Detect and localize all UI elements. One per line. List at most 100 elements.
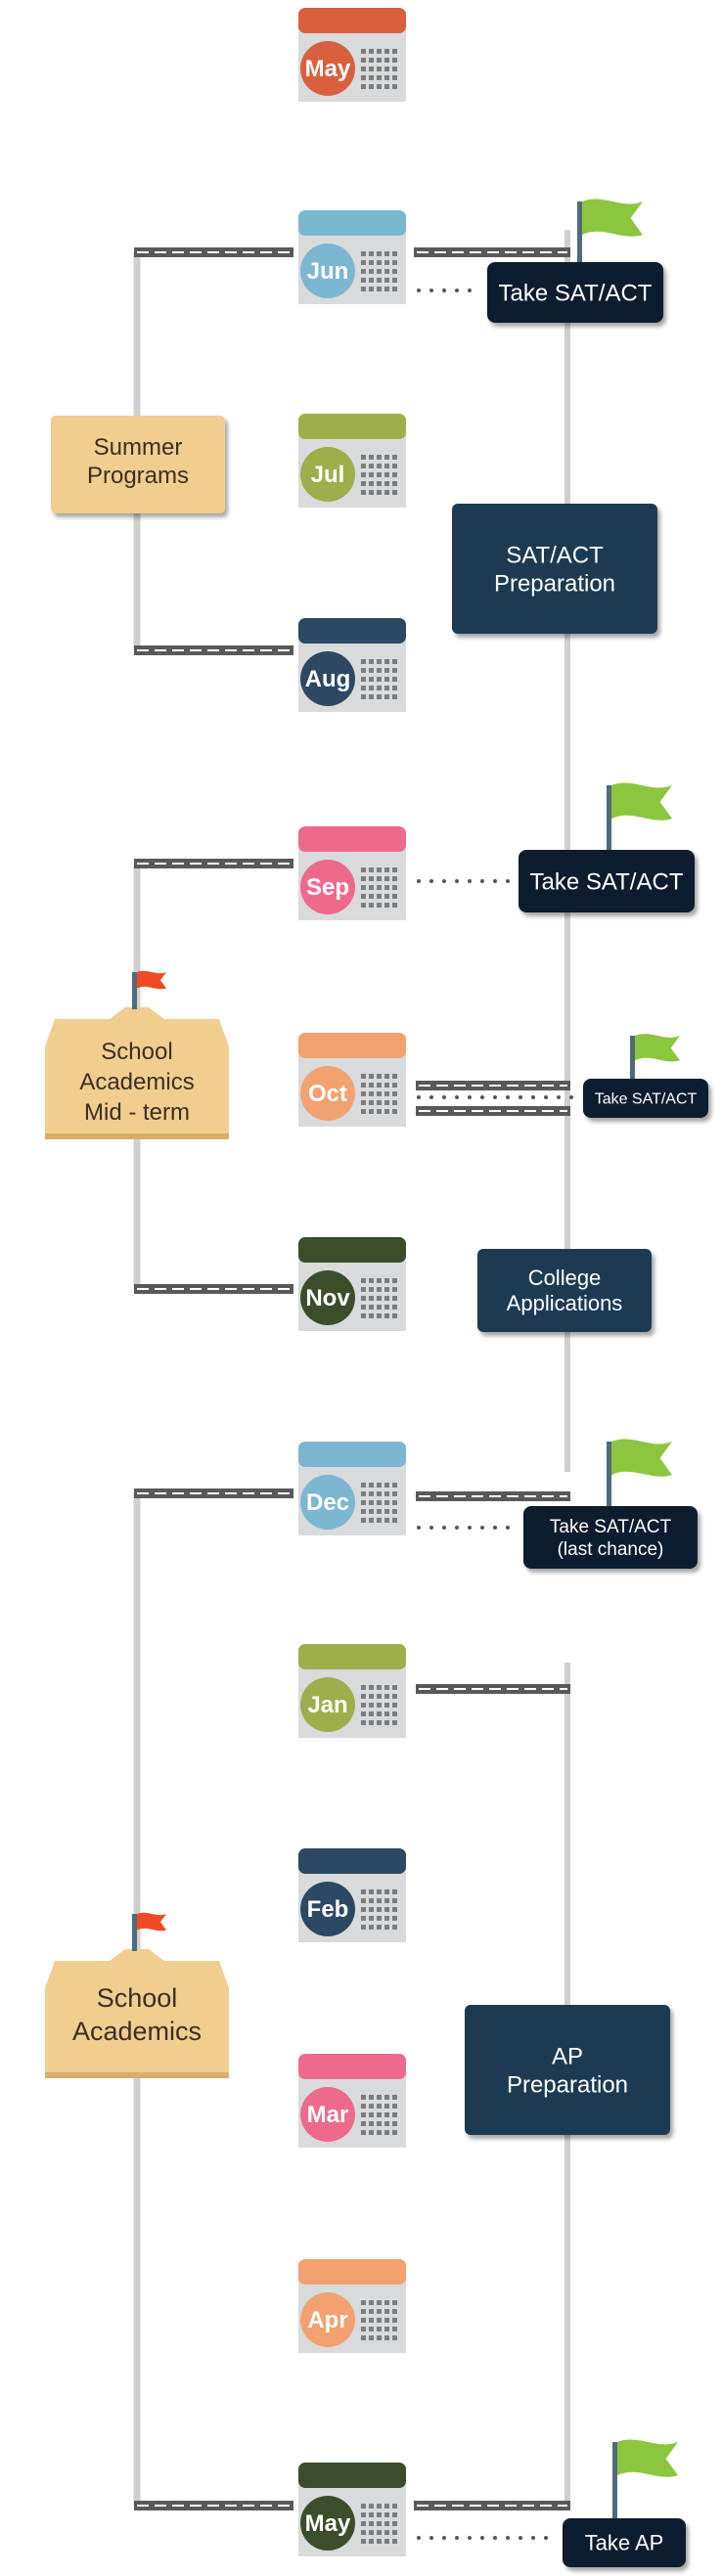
flag-cloth: [611, 782, 672, 821]
calendar-day-dot: [361, 75, 366, 80]
calendar-header: [298, 2054, 406, 2079]
box-label-line: AP: [552, 2043, 583, 2069]
group-flag-red: [132, 1912, 166, 1951]
left-track-nov: [134, 1284, 293, 1294]
month-calendar-jan: Jan: [298, 1644, 406, 1738]
calendar-day-dot: [384, 58, 389, 63]
calendar-day-dot: [361, 287, 366, 291]
month-badge: [300, 651, 355, 706]
calendar-day-dot: [377, 1711, 382, 1716]
calendar-day-dot: [384, 455, 389, 460]
calendar-day-dot: [369, 876, 374, 881]
milestone-bg: [523, 1506, 698, 1569]
calendar-day-dot: [384, 481, 389, 486]
calendar-day-dot: [392, 1296, 397, 1301]
left-track-dec: [134, 1488, 293, 1498]
calendar-day-dot: [361, 1509, 366, 1514]
calendar-day-dot: [392, 1711, 397, 1716]
calendar-day-dot: [361, 2504, 366, 2509]
calendar-day-dot: [361, 1711, 366, 1716]
calendar-day-dot: [369, 1491, 374, 1496]
calendar-header: [298, 1848, 406, 1874]
month-label: Aug: [305, 666, 351, 692]
month-calendar-apr: Apr: [298, 2259, 406, 2353]
calendar-day-dot: [377, 1074, 382, 1079]
calendar-day-dot: [377, 1483, 382, 1488]
month-badge: [300, 1882, 355, 1936]
calendar-day-dot: [369, 1916, 374, 1921]
group-house: [45, 1949, 229, 2078]
calendar-day-dot: [384, 1720, 389, 1725]
calendar-day-dot: [392, 84, 397, 89]
group-label-line: Summer: [94, 434, 183, 461]
milestone-flag-4: [612, 2439, 678, 2520]
calendar-day-dot: [361, 885, 366, 890]
calendar-day-dot: [377, 876, 382, 881]
calendar-day-dot: [384, 1509, 389, 1514]
calendar-day-dot: [369, 885, 374, 890]
calendar-day-dot: [392, 58, 397, 63]
calendar-day-dot: [384, 1703, 389, 1708]
calendar-day-dot: [369, 1091, 374, 1096]
calendar-day-dot: [377, 2300, 382, 2305]
month-label: Oct: [308, 1081, 347, 1107]
calendar-day-dot: [392, 455, 397, 460]
calendar-day-dot: [369, 894, 374, 899]
calendar-day-dot: [369, 1313, 374, 1318]
calendar-day-dot: [369, 455, 374, 460]
calendar-day-dot: [369, 84, 374, 89]
calendar-day-dot: [377, 287, 382, 291]
milestone-flag-2: [630, 1034, 680, 1081]
calendar-day-dot: [384, 659, 389, 664]
calendar-day-dot: [384, 876, 389, 881]
calendar-day-dot: [361, 1296, 366, 1301]
group-label-line: Academics: [72, 2017, 202, 2046]
calendar-day-dot: [392, 2121, 397, 2126]
calendar-day-dot: [384, 1685, 389, 1690]
flag-cloth: [582, 199, 643, 237]
flag-pole: [630, 1036, 635, 1081]
calendar-day-dot: [377, 686, 382, 690]
box-label-line: SAT/ACT: [506, 542, 604, 568]
calendar-day-dot: [361, 490, 366, 495]
calendar-day-dot: [369, 668, 374, 673]
right-track-oct-2: [416, 1106, 570, 1116]
calendar-day-dot: [377, 455, 382, 460]
calendar-day-dot: [384, 668, 389, 673]
box-bg: [465, 2005, 670, 2135]
calendar-day-dot: [369, 2112, 374, 2117]
calendar-day-dot: [392, 1703, 397, 1708]
calendar-day-dot: [369, 58, 374, 63]
calendar-day-dot: [361, 84, 366, 89]
calendar-day-dot: [369, 49, 374, 54]
calendar-day-dot: [392, 1500, 397, 1505]
month-label: Mar: [307, 2102, 349, 2128]
month-badge: [300, 1066, 355, 1121]
calendar-day-dot: [369, 75, 374, 80]
calendar-day-dot: [384, 1518, 389, 1523]
calendar-day-dot: [384, 1925, 389, 1930]
calendar-day-dot: [377, 1694, 382, 1699]
calendar-day-dot: [384, 694, 389, 699]
calendar-day-dot: [369, 464, 374, 468]
calendar-day-dot: [369, 2318, 374, 2323]
left-track-jun: [134, 247, 293, 257]
calendar-day-dot: [361, 49, 366, 54]
milestone-flag-3: [607, 1439, 672, 1508]
calendar-day-dot: [361, 2300, 366, 2305]
calendar-day-dot: [369, 1296, 374, 1301]
box-label-line: College: [528, 1266, 602, 1290]
calendar-day-dot: [392, 1074, 397, 1079]
calendar-day-dot: [384, 1083, 389, 1088]
month-badge: [300, 2292, 355, 2347]
calendar-day-dot: [361, 2512, 366, 2517]
flag-cloth: [137, 1912, 166, 1932]
calendar-day-dot: [361, 1483, 366, 1488]
flag-cloth: [137, 970, 166, 990]
calendar-day-dot: [377, 251, 382, 256]
calendar-day-dot: [369, 1305, 374, 1310]
calendar-day-dot: [369, 1518, 374, 1523]
calendar-header: [298, 414, 406, 439]
